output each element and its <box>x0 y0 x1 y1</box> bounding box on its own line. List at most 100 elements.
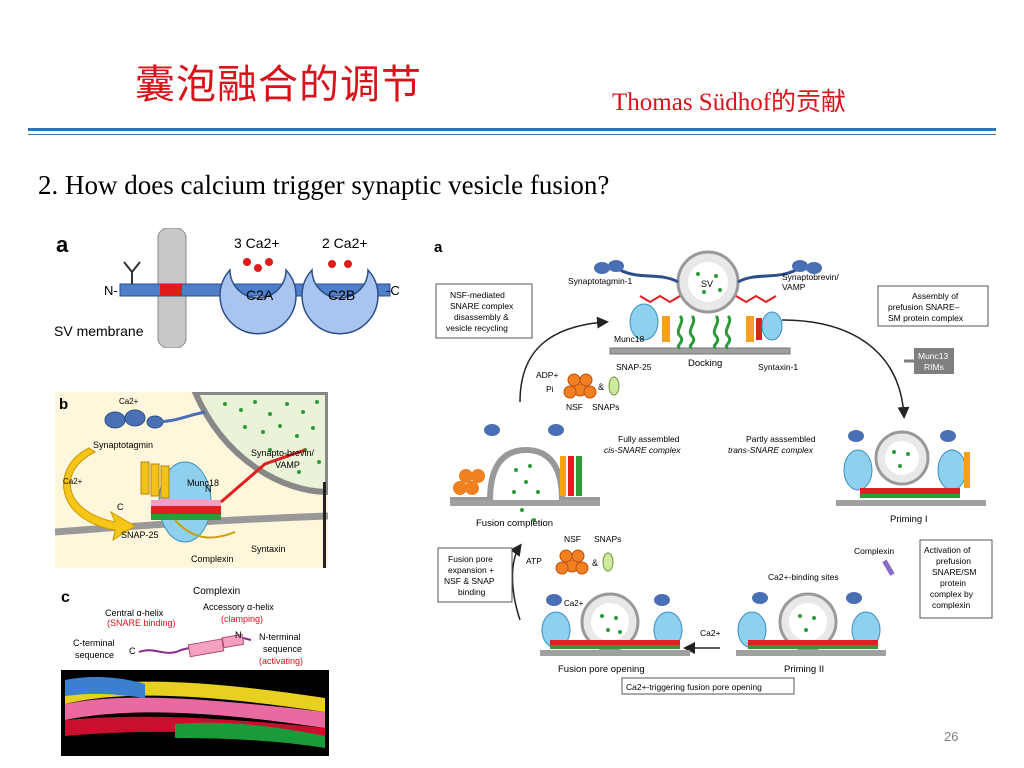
activation-line-5: complex by <box>930 589 974 599</box>
docking-label: Docking <box>688 358 722 369</box>
c2b-label: C2B <box>328 287 355 303</box>
synaptobrevin-label: Synapto-brevin/ <box>251 448 315 458</box>
calcium-ion <box>344 260 352 268</box>
accessory-helix-sub: (clamping) <box>221 614 263 624</box>
rims-label: RIMs <box>924 362 944 372</box>
snap25-label-right: SNAP-25 <box>616 362 652 372</box>
pore-ca-label: Ca2+ <box>564 599 584 608</box>
activation-box <box>919 539 993 619</box>
synaptotagmin-label: Synaptotagmin <box>93 440 153 450</box>
nterm-label-2: sequence <box>263 644 302 654</box>
fusion-pore-opening-label: Fusion pore opening <box>558 664 645 675</box>
cycle-arrow-top-left <box>519 316 609 403</box>
title-divider-top <box>28 128 996 131</box>
partly-assembled-label-2: trans-SNARE complex <box>728 445 814 455</box>
nsf-label-top: NSF <box>566 402 583 412</box>
crystal-structure-image <box>61 670 329 756</box>
calcium-ion <box>328 260 336 268</box>
pore-box-line-3: NSF & SNAP <box>444 576 495 586</box>
c-terminus-label: -C <box>386 283 400 298</box>
priming-ii-label: Priming II <box>784 664 824 675</box>
snare-bundle <box>151 506 221 514</box>
accessory-helix <box>221 633 245 649</box>
priming-i-state <box>836 430 986 506</box>
slide-subtitle: Thomas Südhof的贡献 <box>612 89 847 116</box>
cycle-arrow-left <box>509 543 522 621</box>
munc13-rims-tag <box>914 348 954 374</box>
fusion-completion-state <box>450 424 600 522</box>
nterm-label-1: N-terminal <box>259 632 301 642</box>
complexin-label-right: Complexin <box>854 546 894 556</box>
partly-assembled-label-1: Partly asssembled <box>746 434 816 444</box>
snaps-label-top: SNAPs <box>592 402 619 412</box>
munc18-label: Munc18 <box>187 478 219 488</box>
synaptotagmin1-label: Synaptotagmin-1 <box>568 276 633 286</box>
synaptotagmin-ca-label: Ca2+ <box>119 397 139 406</box>
syntaxin-habc <box>140 461 170 499</box>
c-label: C <box>129 646 136 656</box>
n-label: N <box>205 484 212 494</box>
priming-i-label: Priming I <box>890 514 927 525</box>
c2a-domain <box>219 268 297 335</box>
transmembrane-segment <box>160 284 182 296</box>
complexin-chain <box>138 647 190 654</box>
panel-c-complexin-figure: c Complexin Central α-helix (SNARE bindi… <box>61 586 329 756</box>
question-text: 2. How does calcium trigger synaptic ves… <box>38 170 610 200</box>
c2a-calcium-label: 3 Ca2+ <box>234 235 280 251</box>
trigger-box <box>621 677 795 695</box>
activation-line-4: protein <box>940 578 966 588</box>
panel-b-letter: b <box>59 396 69 413</box>
ca-binding-sites-label: Ca2+-binding sites <box>768 572 839 582</box>
n-terminus-label: N- <box>104 283 118 298</box>
accessory-helix-label: Accessory α-helix <box>203 602 274 612</box>
pore-box-line-2: expansion + <box>448 565 494 575</box>
cycle-arrow-top-right <box>781 319 910 419</box>
panel-a-synaptotagmin-figure: a N- -C SV membrane C2A 3 Ca2+ C2B 2 Ca2… <box>54 228 400 348</box>
fusion-pore-opening-state <box>540 592 690 656</box>
trigger-box-label: Ca2+-triggering fusion pore opening <box>626 682 762 692</box>
calcium-ion <box>243 258 251 266</box>
synaptotagmin-icon <box>104 409 164 429</box>
fully-assembled-label-2: cis-SNARE complex <box>604 445 681 455</box>
assembly-box-line-1: Assembly of <box>912 291 959 301</box>
nsf-disassembly-box <box>435 283 533 339</box>
complexin-icon <box>882 559 895 576</box>
calcium-ion <box>254 264 262 272</box>
n-label: N <box>235 630 242 640</box>
sv-label: SV <box>701 279 713 289</box>
glycosylation-icon <box>123 261 141 284</box>
nsf-label-bottom: NSF <box>564 534 581 544</box>
nterm-label-3: (activating) <box>259 656 303 666</box>
nsf-box-line-4: vesicle recycling <box>446 323 508 333</box>
snap-icon-top <box>608 376 620 396</box>
synaptobrevin-label-2: VAMP <box>782 282 806 292</box>
panel-a-fusion-cycle-figure: a SV Synaptotagmin-1 Synaptobrevin/ VAMP… <box>434 239 993 695</box>
fusion-pore-box <box>437 547 513 603</box>
central-helix-sub: (SNARE binding) <box>107 618 176 628</box>
cterm-label-1: C-terminal <box>73 638 115 648</box>
snaps-label-bottom: SNAPs <box>594 534 621 544</box>
complexin-title: Complexin <box>193 586 240 597</box>
adp-label: ADP+ <box>536 370 558 380</box>
nsf-amp-bottom: & <box>592 558 598 568</box>
complexin-label: Complexin <box>191 554 234 564</box>
panel-a-letter-right: a <box>434 239 443 256</box>
activation-line-6: complexin <box>932 600 971 610</box>
c-label: C <box>117 502 124 512</box>
snap25-label: SNAP-25 <box>121 530 159 540</box>
panel-a-letter: a <box>56 232 69 257</box>
ca-arrow-label: Ca2+ <box>700 628 721 638</box>
activation-line-1: Activation of <box>924 545 971 555</box>
nsf-amp-top: & <box>598 382 604 392</box>
sv-membrane-label: SV membrane <box>54 323 144 339</box>
fusion-completion-label: Fusion completion <box>476 518 553 529</box>
synaptic-vesicle <box>191 392 328 496</box>
central-helix <box>187 638 225 658</box>
priming-ii-state <box>736 592 886 656</box>
activation-line-2: prefusion <box>936 556 971 566</box>
nsf-hexamer-bottom <box>555 549 589 575</box>
nsf-box-line-3: disassembly & <box>454 312 509 322</box>
atp-label: ATP <box>526 556 542 566</box>
vamp-label: VAMP <box>275 460 300 470</box>
nsf-hexamer <box>563 373 597 399</box>
